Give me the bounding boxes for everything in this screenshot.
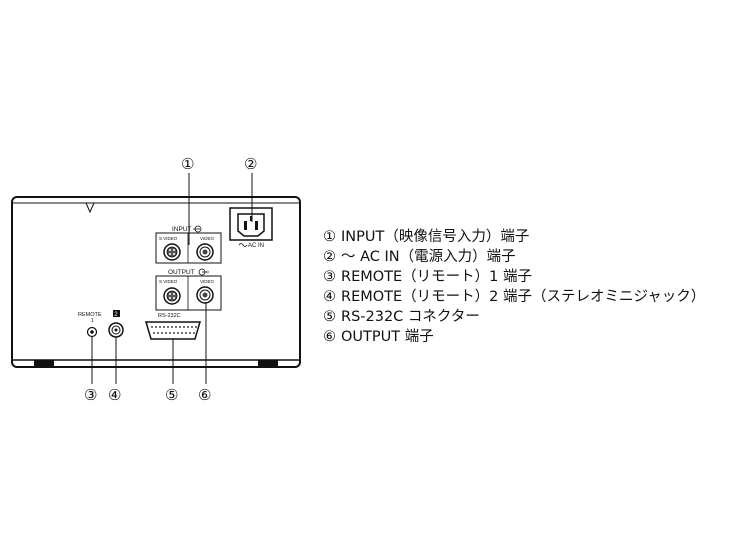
legend-number: ①: [323, 229, 336, 245]
legend-text: ～ AC IN（電源入力）端子: [341, 249, 516, 265]
callout-1: ①: [181, 155, 194, 173]
input-terminal-panel: INPUT S VIDEO VIDEO: [155, 225, 222, 264]
legend-number: ④: [323, 289, 336, 305]
output-arrow-icon: [198, 268, 209, 276]
input-arrow-icon: [193, 225, 202, 233]
remote1-jack: [86, 326, 98, 338]
legend-item: ③ REMOTE（リモート）1 端子: [323, 267, 705, 287]
output-svideo-label: S VIDEO: [159, 279, 178, 284]
input-svideo-jack: [163, 243, 181, 261]
callout-5: ⑤: [165, 386, 178, 404]
legend-number: ⑥: [323, 329, 336, 345]
ac-inlet: AC IN: [229, 207, 273, 249]
input-video-label: VIDEO: [200, 236, 215, 241]
callout-markers: ① ② ③ ④ ⑤ ⑥: [84, 155, 257, 404]
legend-text: REMOTE（リモート）2 端子（ステレオミニジャック）: [341, 289, 706, 305]
legend-text: INPUT（映像信号入力）端子: [341, 229, 530, 245]
legend-item: ② ～ AC IN（電源入力）端子: [323, 247, 705, 267]
legend-number: ③: [323, 269, 336, 285]
ac-tilde-icon: [238, 243, 248, 247]
input-video-jack: [196, 243, 214, 261]
legend-number: ②: [323, 249, 336, 265]
output-video-jack: [196, 286, 214, 304]
remote1-sub-label: 1: [91, 318, 94, 324]
legend-text: OUTPUT 端子: [341, 329, 434, 345]
callout-4: ④: [108, 386, 121, 404]
remote2-jack: [108, 322, 124, 338]
rs232c-connector: RS-232C: [144, 313, 202, 340]
rs232c-label: RS-232C: [158, 313, 181, 319]
legend-item: ④ REMOTE（リモート）2 端子（ステレオミニジャック）: [323, 287, 705, 307]
device-chassis: [11, 196, 301, 368]
output-svideo-jack: [163, 287, 181, 305]
terminal-legend: ① INPUT（映像信号入力）端子 ② ～ AC IN（電源入力）端子 ③ REMOT…: [323, 227, 705, 347]
ac-in-label: AC IN: [248, 243, 264, 249]
legend-text: RS-232C コネクター: [341, 309, 480, 325]
input-label: INPUT: [172, 226, 192, 233]
output-video-label: VIDEO: [200, 279, 215, 284]
legend-text: REMOTE（リモート）1 端子: [341, 269, 533, 285]
remote2-badge: 2: [113, 310, 120, 318]
callout-6: ⑥: [198, 386, 211, 404]
callout-3: ③: [84, 386, 97, 404]
input-svideo-label: S VIDEO: [159, 236, 178, 241]
remote-terminals: REMOTE 1 2: [78, 310, 124, 338]
legend-item: ⑤ RS-232C コネクター: [323, 307, 705, 327]
legend-item: ⑥ OUTPUT 端子: [323, 327, 705, 347]
remote1-label: REMOTE: [78, 312, 102, 318]
output-terminal-panel: OUTPUT S VIDEO VIDEO: [155, 268, 222, 311]
output-label: OUTPUT: [168, 269, 195, 276]
leader-lines: [91, 173, 253, 384]
legend-item: ① INPUT（映像信号入力）端子: [323, 227, 705, 247]
remote2-label: 2: [114, 312, 118, 318]
legend-number: ⑤: [323, 309, 336, 325]
callout-2: ②: [244, 155, 257, 173]
